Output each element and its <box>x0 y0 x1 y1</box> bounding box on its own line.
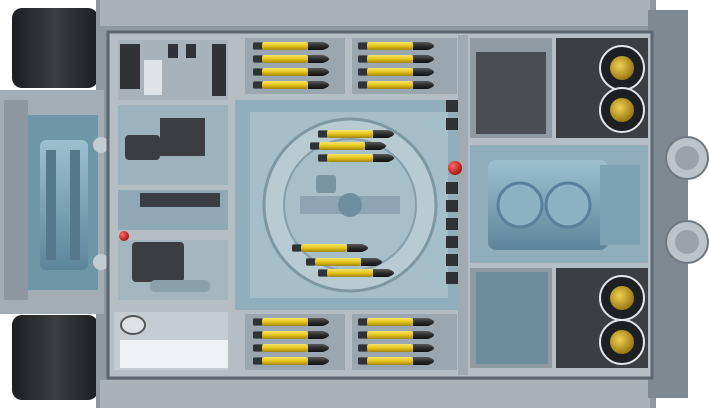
engine-compartment <box>470 38 648 368</box>
left-track-top <box>12 8 98 88</box>
ammo-rack-bottom-right <box>352 314 457 370</box>
hull-frame-outline <box>106 30 654 380</box>
exhaust-pipes <box>665 136 709 264</box>
transmission-block <box>28 115 109 290</box>
ammo-rack-bottom-left <box>245 314 345 370</box>
ammo-rack-top-right <box>352 38 457 94</box>
ammo-rack-top-left <box>245 38 345 94</box>
hull-top-strip <box>100 0 650 26</box>
driver-compartment <box>114 40 228 370</box>
red-marker-left <box>119 231 129 241</box>
cooling-fans <box>599 45 645 365</box>
right-rear-plate <box>648 10 688 398</box>
red-marker-center <box>448 161 462 175</box>
front-glacis <box>4 100 28 300</box>
left-track-bottom <box>12 315 98 400</box>
firewall-bulkhead <box>446 35 468 375</box>
hull-bottom-strip <box>100 380 650 408</box>
